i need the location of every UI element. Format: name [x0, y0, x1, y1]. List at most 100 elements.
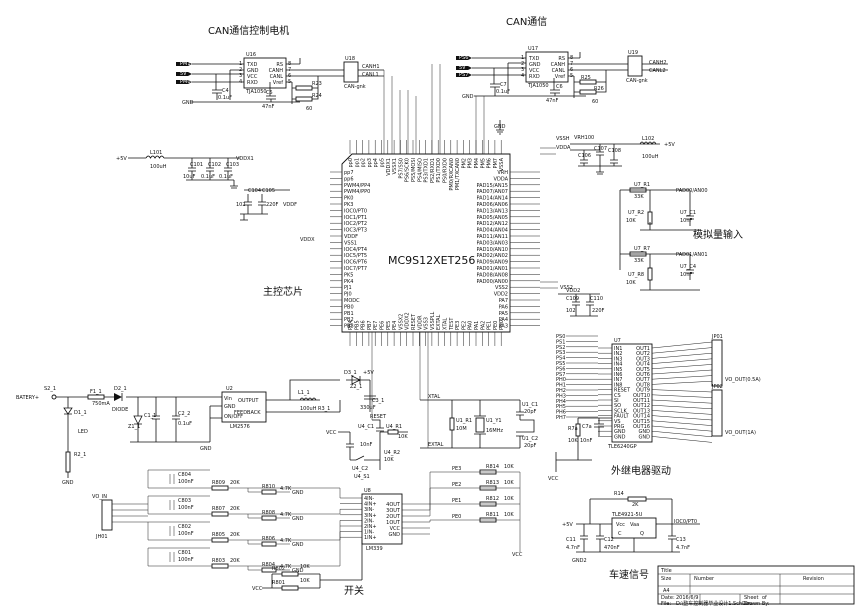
- u7-r1-val: 33K: [634, 194, 644, 200]
- u7-port-label: PS5: [556, 361, 565, 367]
- u7-port-label: PS7: [556, 372, 565, 378]
- switch-row-gnd: GND: [292, 542, 304, 548]
- mcu-right-pin: PAD01/AN01: [476, 266, 508, 272]
- u7-input-pin: IN2: [614, 351, 622, 357]
- mcu-top-pin: PS6/SCK0: [405, 158, 411, 182]
- mcu-bottom-pin: PA0: [468, 321, 474, 330]
- mcu-bottom-pin: PE4: [392, 321, 398, 330]
- u1-y1-ref: U1_Y1: [486, 418, 502, 424]
- vss2-net-vdd2: VDD2: [566, 288, 580, 294]
- u7-port-label: PH5: [556, 404, 566, 410]
- u7-port-label: PS3: [556, 350, 565, 356]
- c3-ref: C3_1: [372, 398, 384, 404]
- switch-vcc: VCC: [252, 586, 263, 592]
- analog-pad01: PAD01/AN01: [676, 252, 708, 258]
- switch-r-ref: R803: [212, 558, 225, 564]
- u19-part: CAN-gnk: [626, 78, 648, 84]
- switch-rb-ref: R810: [262, 484, 275, 490]
- mcu-bottom-pin: PE0: [493, 321, 499, 330]
- crystal-circuit: XTAL EXTAL U1_R1 10M U1_Y1 16MHz U1_C1 2…: [419, 332, 538, 449]
- z2-ref: Z2_1: [350, 384, 362, 390]
- r14-val: 2K: [632, 502, 639, 508]
- tb-sheet-label: Sheet: [744, 595, 758, 601]
- u8-out-r-val: 10K: [504, 464, 514, 470]
- c7-val: 0.1uF: [496, 89, 510, 95]
- u17-pins-pin-left: VCC: [529, 68, 540, 74]
- r14-ref: R14: [614, 491, 624, 497]
- mcu-top-pin: pp3: [367, 158, 373, 168]
- mcu-bottom-pin: PE7: [373, 321, 379, 330]
- u7-port-label: PS4: [556, 356, 565, 362]
- mcu-bottom-pin: PE5: [386, 321, 392, 330]
- switch-cap-ref: C801: [178, 550, 191, 556]
- switch-cap-val: 100nF: [178, 531, 194, 537]
- analog-input-1: U7_R1 33K U7_R2 10K U7_C1 10nF PAD00/AN0…: [619, 182, 708, 270]
- u7-input-pin: GND: [614, 429, 626, 435]
- c102-ref: C102: [208, 162, 221, 168]
- mcu-left-pin: MODC: [344, 298, 360, 304]
- c2-val: 0.1uF: [178, 421, 192, 427]
- mcu-top-pin: PS7/SS0: [398, 158, 404, 179]
- mcu-right-pin: PAD07/AN07: [476, 189, 508, 195]
- mcu-top-pin: VSSX1: [392, 158, 398, 174]
- mcu-top-pin: VDDX1: [386, 158, 392, 176]
- u8-right-pin: 3OUT: [386, 508, 401, 514]
- u7-output-pin: OUT9: [636, 388, 650, 394]
- u8-right-pin: GND: [389, 532, 401, 538]
- mcu-top-pin: pp2: [361, 158, 367, 168]
- mcu-left-pin: PK0: [344, 196, 353, 202]
- u17-pins-pinnum-left: 3: [521, 67, 524, 73]
- c13-val: 4.7nF: [676, 545, 690, 551]
- mcu-top-pin: PS3/TXD1: [424, 158, 430, 183]
- mcu-top-gnd: GND: [494, 124, 506, 130]
- u7-port-label: PS6: [556, 366, 565, 372]
- switch-cap-ref: C804: [178, 472, 191, 478]
- u7-input-pin: IN1: [614, 346, 622, 352]
- mcu-bottom-pin: PB6: [361, 320, 367, 330]
- lm339-vcc: VCC: [512, 552, 523, 558]
- c103-val: 0.1uF: [219, 174, 233, 180]
- switch-cap-val: 100nF: [178, 505, 194, 511]
- led-r-ref: R2_1: [74, 452, 86, 458]
- u1-c2-val: 20pF: [524, 443, 537, 449]
- mcu-right-pin: PAD00/AN00: [476, 279, 508, 285]
- u17-port-ps6: PS6: [459, 55, 468, 61]
- u4-c-val: 10nF: [360, 442, 373, 448]
- led-label: LED: [78, 429, 88, 435]
- u17-part: TJA1050: [527, 83, 549, 89]
- c109-ref: C109: [566, 296, 579, 302]
- c107-ref: C107: [594, 146, 607, 152]
- tb-file-val: D:\整车控制器毕业设计1.SchDoc: [676, 600, 752, 607]
- u7-output-pin: OUT13: [633, 408, 650, 414]
- u7-input-pin: PRG: [614, 424, 624, 430]
- mcu-right-pin: PA7: [499, 298, 508, 304]
- u18-net-canh1: CANH1: [362, 64, 380, 70]
- u16-part: TJA1050: [245, 89, 267, 95]
- mcu-bottom-pin: PE1: [487, 321, 493, 330]
- mcu-left-pin: PK5: [344, 272, 353, 278]
- u8-out-r-ref: R811: [486, 512, 499, 518]
- mcu-right-pin: VSS2: [495, 285, 508, 291]
- switch-r-val: 20K: [230, 558, 240, 564]
- c7a-val: 10nF: [580, 438, 593, 444]
- section-title-can-motor: CAN通信控制电机: [208, 24, 289, 37]
- switch-row-gnd: GND: [292, 490, 304, 496]
- c7-ref: C7: [500, 82, 507, 88]
- u4-r1-val: 10K: [398, 434, 408, 440]
- mcu-left-pin: IOC3/PT3: [344, 228, 367, 234]
- u1-c1-val: 20pF: [524, 409, 537, 415]
- c105-ref: C105: [262, 188, 275, 194]
- u7-output-pin: OUT5: [636, 367, 650, 373]
- tb-revision-label: Revision: [803, 576, 824, 582]
- switch-rb-val: 4.7K: [280, 538, 292, 544]
- tb-date-label: Date:: [661, 595, 675, 601]
- u7-input-pin: SO: [614, 403, 621, 409]
- jp01-label: VO_OUT(0.5A): [725, 377, 761, 383]
- u16-pins-pin-right: RS: [276, 62, 283, 68]
- u7-input-pin: IN5: [614, 367, 622, 373]
- filter-vddx: VDDX1: [236, 156, 254, 162]
- mcu-left-pin: PJ0: [344, 292, 352, 298]
- tb-of-label: of: [762, 595, 767, 601]
- u16-pins-pin-right: CANH: [269, 68, 284, 74]
- mcu-top-pin: PM7: [493, 158, 499, 169]
